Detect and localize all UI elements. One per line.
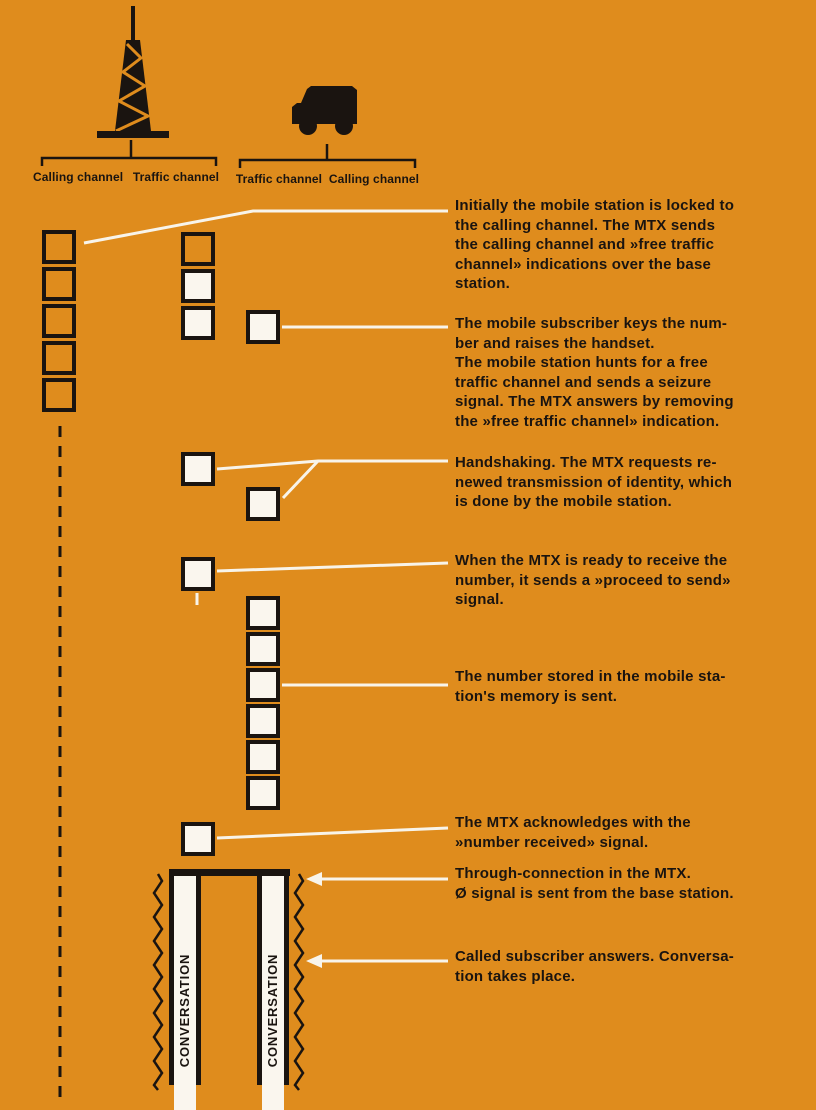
conversation-channel-left — [174, 876, 196, 1110]
label-calling-channel-mobile: Calling channel — [328, 172, 420, 186]
signal-square — [246, 596, 280, 630]
conversation-text: CONVERSATION — [177, 953, 193, 1067]
signal-square — [42, 378, 76, 412]
connector-line-6 — [216, 826, 449, 840]
conversation-frame — [169, 869, 290, 1085]
annotation-text-5: The number stored in the mobile sta- tio… — [455, 668, 726, 705]
connector-arrows — [306, 872, 322, 968]
signal-square — [42, 341, 76, 375]
left-arrow-icon-7 — [306, 872, 322, 886]
annotation-text-1: Initially the mobile station is locked t… — [455, 197, 735, 292]
connector-line-3b — [281, 459, 320, 500]
label-traffic-channel-base: Traffic channel — [132, 170, 220, 184]
label-traffic-channel-mobile: Traffic channel — [235, 172, 323, 186]
annotation-text-2: The mobile subscriber keys the num- ber … — [455, 315, 734, 430]
annotation-text-3: Handshaking. The MTX requests re- newed … — [455, 454, 733, 510]
right-zigzag — [293, 873, 305, 1091]
zigzag-lines — [152, 873, 305, 1091]
signal-square — [42, 267, 76, 301]
signal-square — [246, 704, 280, 738]
connector-line-1 — [83, 209, 448, 245]
left-zigzag — [152, 873, 164, 1091]
mobile-station-bracket — [238, 144, 417, 168]
label-calling-channel-base: Calling channel — [33, 170, 124, 184]
conversation-label-left: CONVERSATION — [174, 935, 196, 1085]
signal-square — [246, 740, 280, 774]
signal-square — [181, 557, 215, 591]
signal-square — [246, 776, 280, 810]
connector-line-3a — [216, 459, 448, 471]
signal-square — [246, 668, 280, 702]
signal-square — [181, 232, 215, 266]
signal-square — [181, 269, 215, 303]
annotation-text-6: The MTX acknowledges with the »number re… — [455, 814, 691, 851]
left-arrow-icon-8 — [306, 954, 322, 968]
annotation-text-8: Called subscriber answers. Conversa- tio… — [455, 948, 734, 985]
conversation-label-right: CONVERSATION — [262, 935, 284, 1085]
signal-square — [42, 304, 76, 338]
signal-square — [181, 822, 215, 856]
signal-square — [246, 632, 280, 666]
signal-square — [42, 230, 76, 264]
conversation-text: CONVERSATION — [265, 953, 281, 1067]
signal-square — [181, 306, 215, 340]
radio-tower-icon — [97, 6, 169, 138]
signal-square — [246, 487, 280, 521]
annotation-text-4: When the MTX is ready to receive the num… — [455, 552, 731, 608]
signal-square — [181, 452, 215, 486]
conversation-channel-right — [262, 876, 284, 1110]
connector-line-4 — [216, 561, 449, 573]
base-station-bracket — [40, 140, 218, 166]
connector-lines — [83, 209, 449, 963]
signal-square — [246, 310, 280, 344]
truck-icon — [292, 86, 357, 135]
annotation-text-7: Through-connection in the MTX. Ø signal … — [455, 865, 734, 902]
